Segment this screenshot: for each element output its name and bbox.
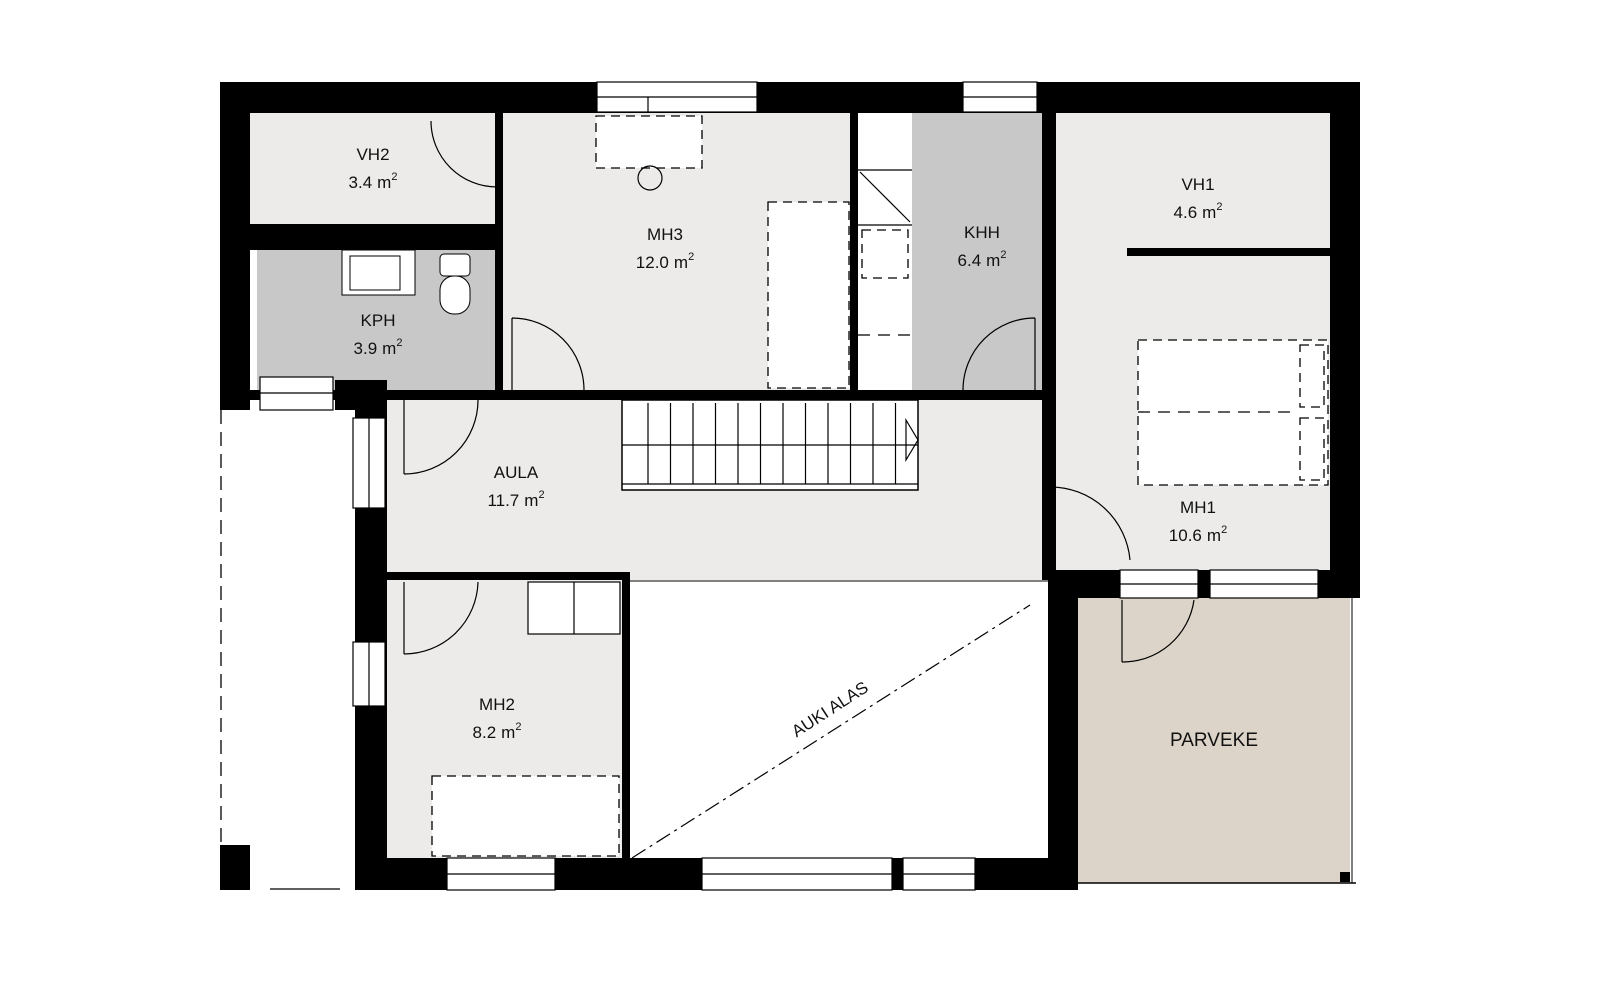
room-name-mh2: MH2 bbox=[479, 695, 515, 714]
windows bbox=[259, 81, 1319, 891]
bed-mh3 bbox=[767, 201, 850, 389]
room-name-vh1: VH1 bbox=[1181, 175, 1214, 194]
area-unit: m bbox=[674, 253, 688, 272]
chair bbox=[637, 165, 663, 191]
area-value: 11.7 bbox=[487, 491, 519, 510]
room-vh2[interactable] bbox=[250, 113, 495, 224]
room-area-aula: 11.7 m2 bbox=[487, 489, 544, 510]
area-exponent: 2 bbox=[1000, 249, 1006, 261]
area-value: 6.4 bbox=[958, 251, 982, 270]
area-exponent: 2 bbox=[538, 489, 544, 501]
area-unit: m bbox=[524, 491, 538, 510]
room-name-khh: KHH bbox=[964, 223, 1000, 242]
area-exponent: 2 bbox=[391, 171, 397, 183]
doors[interactable] bbox=[403, 120, 1195, 663]
area-unit: m bbox=[501, 723, 515, 742]
area-value: 8.2 bbox=[473, 723, 497, 742]
room-khh[interactable] bbox=[912, 113, 1042, 390]
desk bbox=[595, 115, 703, 169]
area-unit: m bbox=[1202, 203, 1216, 222]
area-value: 3.4 bbox=[349, 173, 373, 192]
balcony-label: PARVEKE bbox=[1170, 730, 1258, 751]
area-value: 12.0 bbox=[636, 253, 669, 272]
area-value: 4.6 bbox=[1174, 203, 1198, 222]
room-name-mh3: MH3 bbox=[647, 225, 683, 244]
area-exponent: 2 bbox=[1221, 524, 1227, 536]
balcony[interactable] bbox=[1078, 598, 1350, 883]
area-unit: m bbox=[382, 339, 396, 358]
open-below-diagonal bbox=[631, 604, 1031, 859]
room-area-mh3: 12.0 m2 bbox=[636, 251, 694, 272]
stairs bbox=[621, 399, 919, 491]
room-name-kph: KPH bbox=[361, 311, 396, 330]
room-area-mh1: 10.6 m2 bbox=[1169, 524, 1227, 545]
room-name-mh1: MH1 bbox=[1180, 498, 1216, 517]
open-below-area bbox=[630, 582, 1048, 858]
bed-mh2 bbox=[431, 775, 620, 857]
area-exponent: 2 bbox=[515, 721, 521, 733]
area-unit: m bbox=[1207, 526, 1221, 545]
area-value: 10.6 bbox=[1169, 526, 1202, 545]
area-exponent: 2 bbox=[688, 251, 694, 263]
room-name-aula: AULA bbox=[494, 463, 539, 482]
area-unit: m bbox=[377, 173, 391, 192]
area-value: 3.9 bbox=[354, 339, 378, 358]
area-exponent: 2 bbox=[1216, 201, 1222, 213]
area-exponent: 2 bbox=[396, 337, 402, 349]
toilet bbox=[439, 253, 471, 277]
room-name-vh2: VH2 bbox=[356, 145, 389, 164]
furniture bbox=[341, 115, 1329, 857]
area-unit: m bbox=[986, 251, 1000, 270]
